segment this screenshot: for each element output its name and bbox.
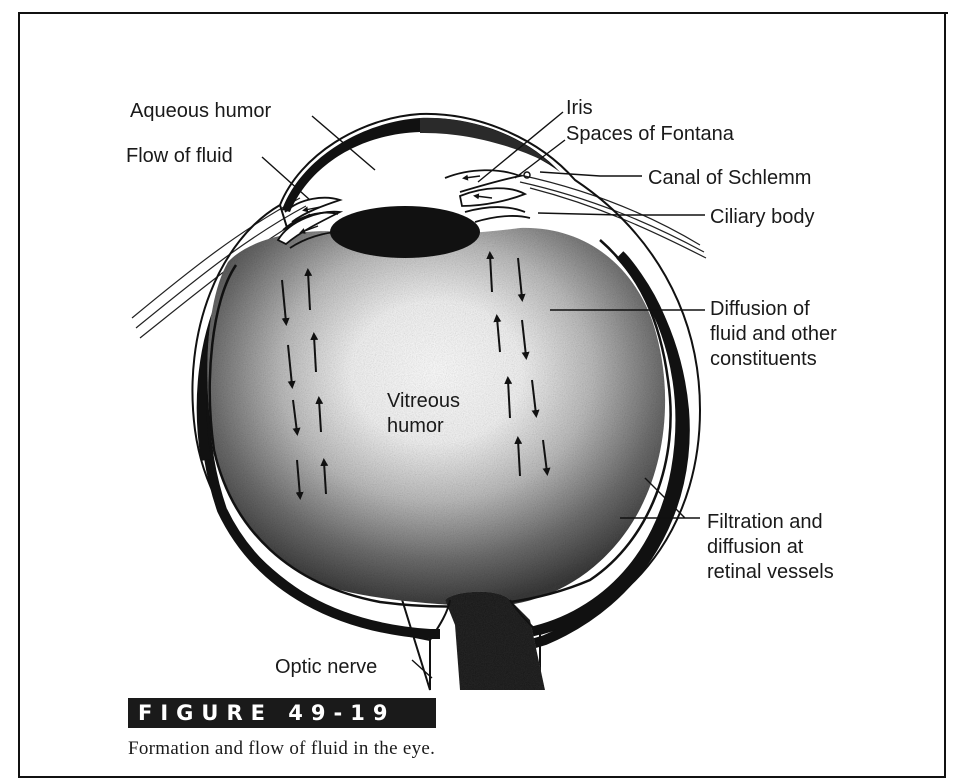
label-aqueous-humor: Aqueous humor: [130, 99, 271, 124]
label-vitreous-humor: Vitreous humor: [387, 389, 460, 439]
label-iris: Iris: [566, 96, 593, 121]
lens: [330, 206, 480, 258]
label-vitreous-line-1: Vitreous: [387, 389, 460, 414]
label-vitreous-line-2: humor: [387, 414, 460, 439]
label-diffusion: Diffusion of fluid and other constituent…: [710, 297, 837, 372]
figure-number-badge: FIGURE 49-19: [128, 698, 436, 728]
leader-iris: [478, 112, 563, 182]
label-flow-of-fluid: Flow of fluid: [126, 144, 233, 169]
label-filtration-line-2: diffusion at: [707, 535, 834, 560]
label-filtration-line-3: retinal vessels: [707, 560, 834, 585]
label-diffusion-line-2: fluid and other: [710, 322, 837, 347]
label-filtration: Filtration and diffusion at retinal vess…: [707, 510, 834, 585]
label-optic-nerve: Optic nerve: [275, 655, 377, 680]
optic-nerve-shape: [445, 592, 545, 690]
label-ciliary-body: Ciliary body: [710, 205, 814, 230]
label-diffusion-line-3: constituents: [710, 347, 837, 372]
label-diffusion-line-1: Diffusion of: [710, 297, 837, 322]
label-filtration-line-1: Filtration and: [707, 510, 834, 535]
label-canal-of-schlemm: Canal of Schlemm: [648, 166, 811, 191]
figure-caption: Formation and flow of fluid in the eye.: [128, 738, 435, 760]
leader-canal-of-schlemm: [540, 172, 642, 176]
label-spaces-of-fontana: Spaces of Fontana: [566, 122, 734, 147]
